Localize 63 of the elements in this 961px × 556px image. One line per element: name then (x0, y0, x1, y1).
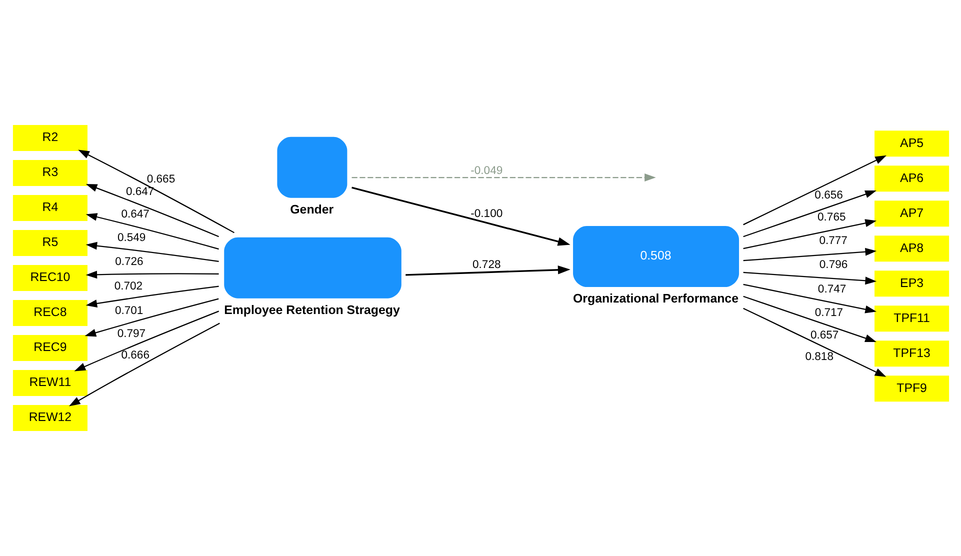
arrow (85, 184, 218, 238)
edge-label: 0.765 (817, 212, 846, 224)
arrow (351, 186, 570, 246)
edge-label: 0.818 (804, 350, 833, 363)
node-box: TPF9 (874, 376, 949, 402)
node-box (276, 136, 347, 198)
edge-label: 0.647 (125, 186, 154, 198)
node-box: R2 (12, 125, 87, 151)
arrow (78, 150, 234, 234)
edge-label: 0.726 (114, 256, 143, 268)
node-box: AP6 (874, 166, 949, 192)
edge-label: 0.701 (114, 304, 143, 317)
edge-label: 0.656 (814, 189, 842, 202)
edge-label: 0.666 (120, 349, 149, 362)
arrow (84, 298, 218, 337)
node-box: R5 (12, 230, 87, 256)
arrow (742, 155, 886, 226)
arrow (85, 286, 218, 308)
edge-label: -0.100 (470, 208, 502, 220)
edge-label: 0.665 (146, 174, 175, 186)
edge-label: -0.049 (470, 165, 502, 178)
arrow (742, 284, 876, 314)
edge-label: 0.657 (810, 330, 838, 342)
edge-label: 0.747 (817, 283, 846, 296)
node-box: REC9 (12, 335, 87, 361)
arrow (85, 242, 218, 262)
node-box: 0.508 (572, 226, 739, 288)
arrow (405, 266, 570, 276)
node-label: Organizational Performance (572, 292, 738, 306)
node-box: REC10 (12, 265, 87, 291)
edge-label: 0.797 (116, 328, 146, 340)
arrow (68, 322, 220, 406)
node-label: Gender (290, 202, 334, 216)
node-box (224, 237, 401, 298)
node-box: R3 (12, 160, 87, 186)
arrow (742, 190, 876, 238)
node-box: REC8 (12, 300, 87, 326)
edge-label: 0.702 (114, 280, 142, 293)
node-box: AP8 (874, 236, 949, 262)
arrow (742, 248, 876, 262)
node-box: TPF13 (874, 340, 949, 367)
node-box: TPF11 (874, 306, 949, 332)
edge-label: 0.549 (116, 232, 146, 244)
edge-label: 0.728 (472, 258, 500, 271)
arrow (85, 213, 218, 250)
arrow (742, 272, 876, 285)
edge-label: 0.647 (120, 208, 149, 220)
arrow (85, 270, 218, 279)
arrow (74, 310, 219, 372)
node-label: Employee Retention Stragegy (224, 302, 400, 317)
node-box: REW12 (12, 405, 87, 431)
node-box: R4 (12, 195, 87, 221)
arrow (742, 308, 886, 377)
edge-label: 0.796 (818, 258, 848, 271)
node-box: AP5 (874, 130, 949, 157)
arrow (742, 296, 876, 342)
arrow (351, 174, 656, 182)
edge-label: 0.717 (814, 307, 843, 320)
arrow (742, 219, 876, 250)
node-box: AP7 (874, 200, 949, 227)
edge-label: 0.777 (818, 234, 847, 247)
node-box: REW11 (12, 370, 87, 396)
node-box: EP3 (874, 270, 949, 297)
